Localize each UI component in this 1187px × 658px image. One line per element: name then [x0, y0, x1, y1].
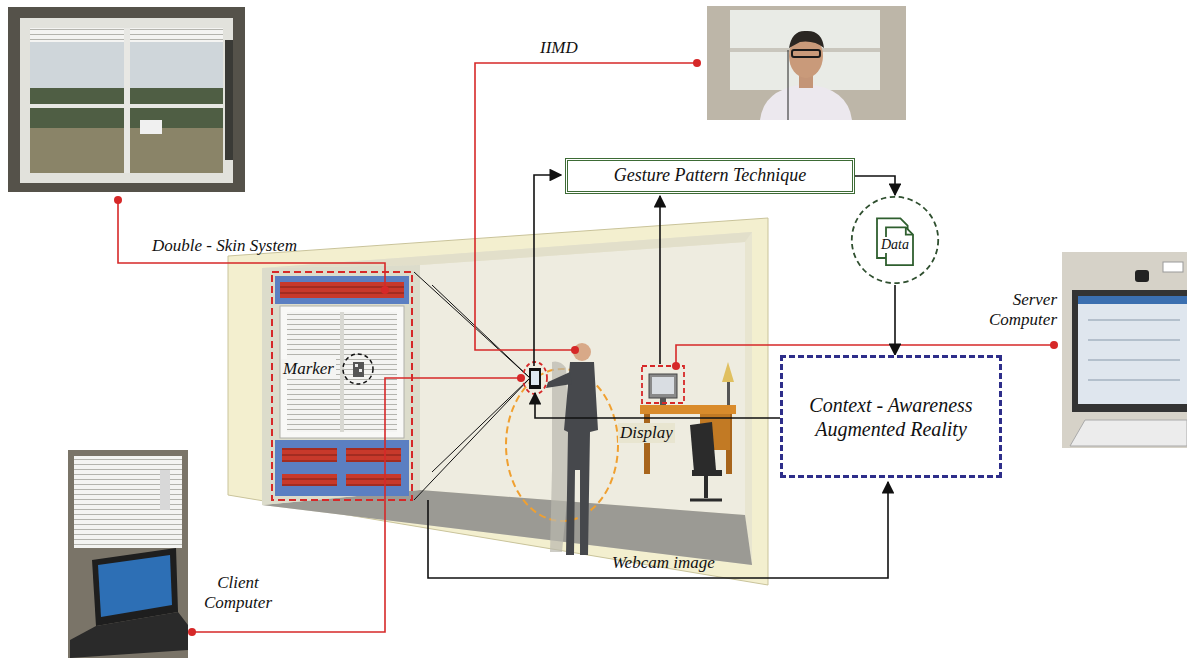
line-label: Webcam image	[612, 553, 715, 573]
camera-view-lines	[414, 272, 530, 500]
node-text: Data	[881, 237, 909, 254]
part-label: Display	[618, 423, 675, 443]
output-box: Context - Awareness Augmented Reality	[780, 355, 1002, 478]
client-photo	[68, 450, 188, 658]
part-label: Double - Skin System	[152, 236, 297, 256]
part-label: Marker	[281, 359, 336, 379]
node-text: Gesture Pattern Technique	[614, 165, 807, 187]
part-label: Client Computer	[196, 573, 280, 614]
node-text: Context - Awareness Augmented Reality	[793, 393, 989, 441]
window-photo	[8, 7, 245, 192]
flow-arrow	[894, 285, 896, 355]
room-model	[228, 218, 768, 585]
iimd-photo	[707, 6, 906, 120]
part-label: Server Computer	[975, 290, 1057, 331]
leader-lines	[118, 63, 1054, 632]
part-label: IIMD	[540, 38, 578, 58]
server-photo	[1062, 252, 1187, 448]
flow-arrow	[855, 176, 895, 195]
person-figure	[506, 343, 618, 555]
double-skin-window	[272, 272, 412, 500]
process-box: Gesture Pattern Technique	[565, 158, 855, 194]
data-circle: Data	[850, 195, 940, 285]
leader-dots	[114, 59, 1058, 636]
